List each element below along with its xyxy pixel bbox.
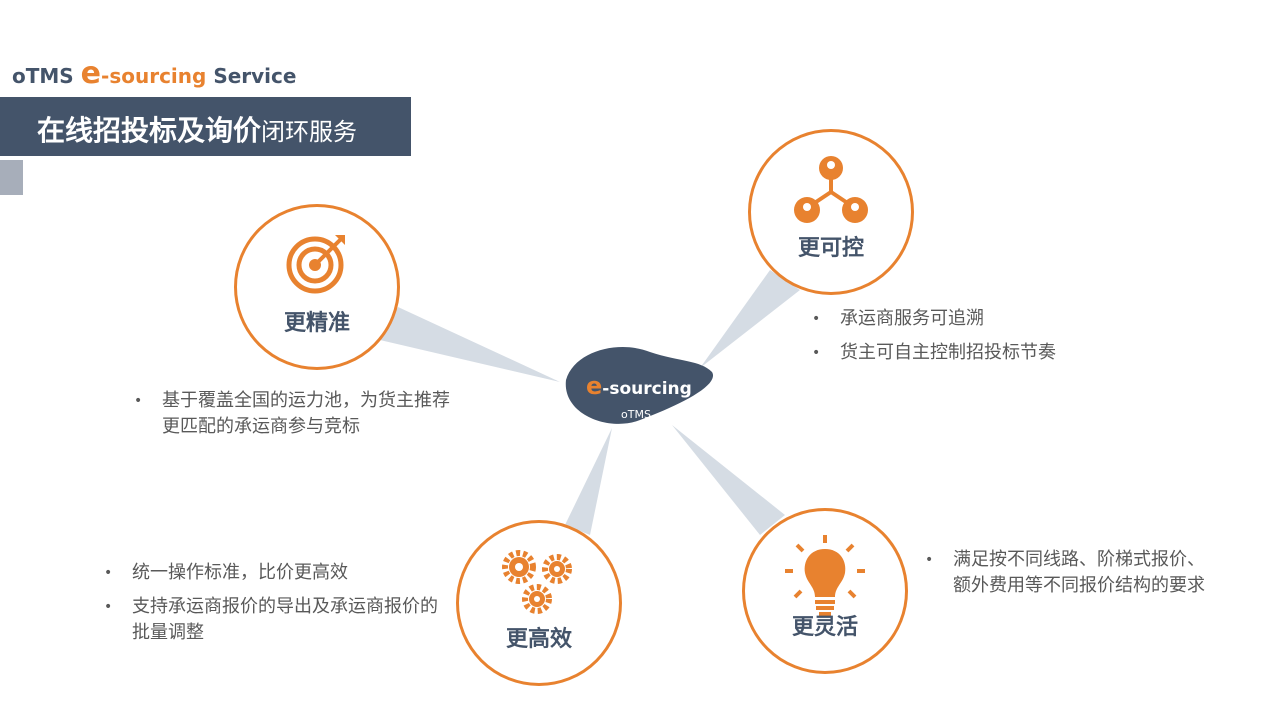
bullets-flexible: 满足按不同线路、阶梯式报价、额外费用等不同报价结构的要求: [925, 547, 1215, 607]
bullet-item: 统一操作标准，比价更高效: [104, 560, 439, 586]
bullets-precise: 基于覆盖全国的运力池，为货主推荐更匹配的承运商参与竞标: [134, 388, 464, 448]
decor-block: [0, 160, 23, 195]
lightbulb-icon: [785, 535, 865, 616]
brand-logo: oTMS e-sourcing Service: [12, 56, 297, 91]
node-label: 更精准: [283, 311, 350, 336]
ray-flexible: [672, 425, 785, 535]
node-label: 更高效: [505, 627, 572, 652]
node-label: 更灵活: [791, 615, 858, 640]
page-title: 在线招投标及询价闭环服务: [37, 114, 358, 147]
node-flexible: 更灵活: [742, 508, 908, 674]
node-efficient: 更高效: [456, 520, 622, 686]
ray-precise: [380, 307, 560, 382]
node-label: 更可控: [797, 236, 864, 261]
network-users-icon: [794, 156, 868, 223]
gears-icon: [502, 550, 572, 614]
ray-efficient: [565, 428, 612, 535]
bullet-item: 支持承运商报价的导出及承运商报价的批量调整: [104, 594, 439, 646]
bullet-item: 承运商服务可追溯: [812, 306, 1112, 332]
center-blob: [565, 347, 714, 424]
bullet-item: 基于覆盖全国的运力池，为货主推荐更匹配的承运商参与竞标: [134, 388, 464, 440]
ray-control: [700, 270, 800, 368]
bullets-control: 承运商服务可追溯货主可自主控制招投标节奏: [812, 306, 1112, 374]
target-icon: [286, 235, 345, 294]
bullet-item: 货主可自主控制招投标节奏: [812, 340, 1112, 366]
bullet-item: 满足按不同线路、阶梯式报价、额外费用等不同报价结构的要求: [925, 547, 1215, 599]
node-control: 更可控: [748, 129, 914, 295]
node-precise: 更精准: [234, 204, 400, 370]
bullets-efficient: 统一操作标准，比价更高效支持承运商报价的导出及承运商报价的批量调整: [104, 560, 439, 654]
title-bar: 在线招投标及询价闭环服务: [0, 97, 411, 156]
center-logo: e-sourcing: [586, 372, 692, 400]
center-sub: oTMS: [621, 408, 651, 421]
